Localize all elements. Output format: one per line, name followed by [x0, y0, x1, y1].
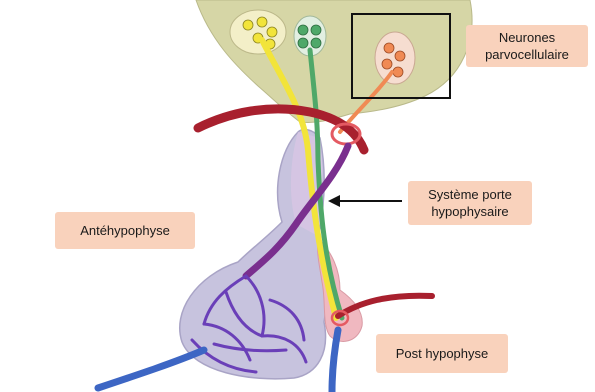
- parvocellular-neuron-cluster: [375, 32, 415, 84]
- label-neurones-line1: Neurones: [466, 29, 588, 46]
- arrow-head-icon: [328, 195, 340, 207]
- label-post-text: Post hypophyse: [376, 345, 508, 362]
- right-efferent-vein: [332, 330, 338, 392]
- label-systeme-line1: Système porte: [408, 186, 532, 203]
- label-systeme-porte: Système porte hypophysaire: [408, 181, 532, 225]
- label-antehypophyse: Antéhypophyse: [55, 212, 195, 249]
- left-efferent-vein: [98, 350, 204, 388]
- label-post-hypophyse: Post hypophyse: [376, 334, 508, 373]
- yellow-neuron-cluster: [230, 10, 286, 54]
- label-neurones-parvocellulaire: Neurones parvocellulaire: [466, 25, 588, 67]
- label-systeme-line2: hypophysaire: [408, 203, 532, 220]
- label-ante-text: Antéhypophyse: [55, 222, 195, 239]
- label-neurones-line2: parvocellulaire: [466, 46, 588, 63]
